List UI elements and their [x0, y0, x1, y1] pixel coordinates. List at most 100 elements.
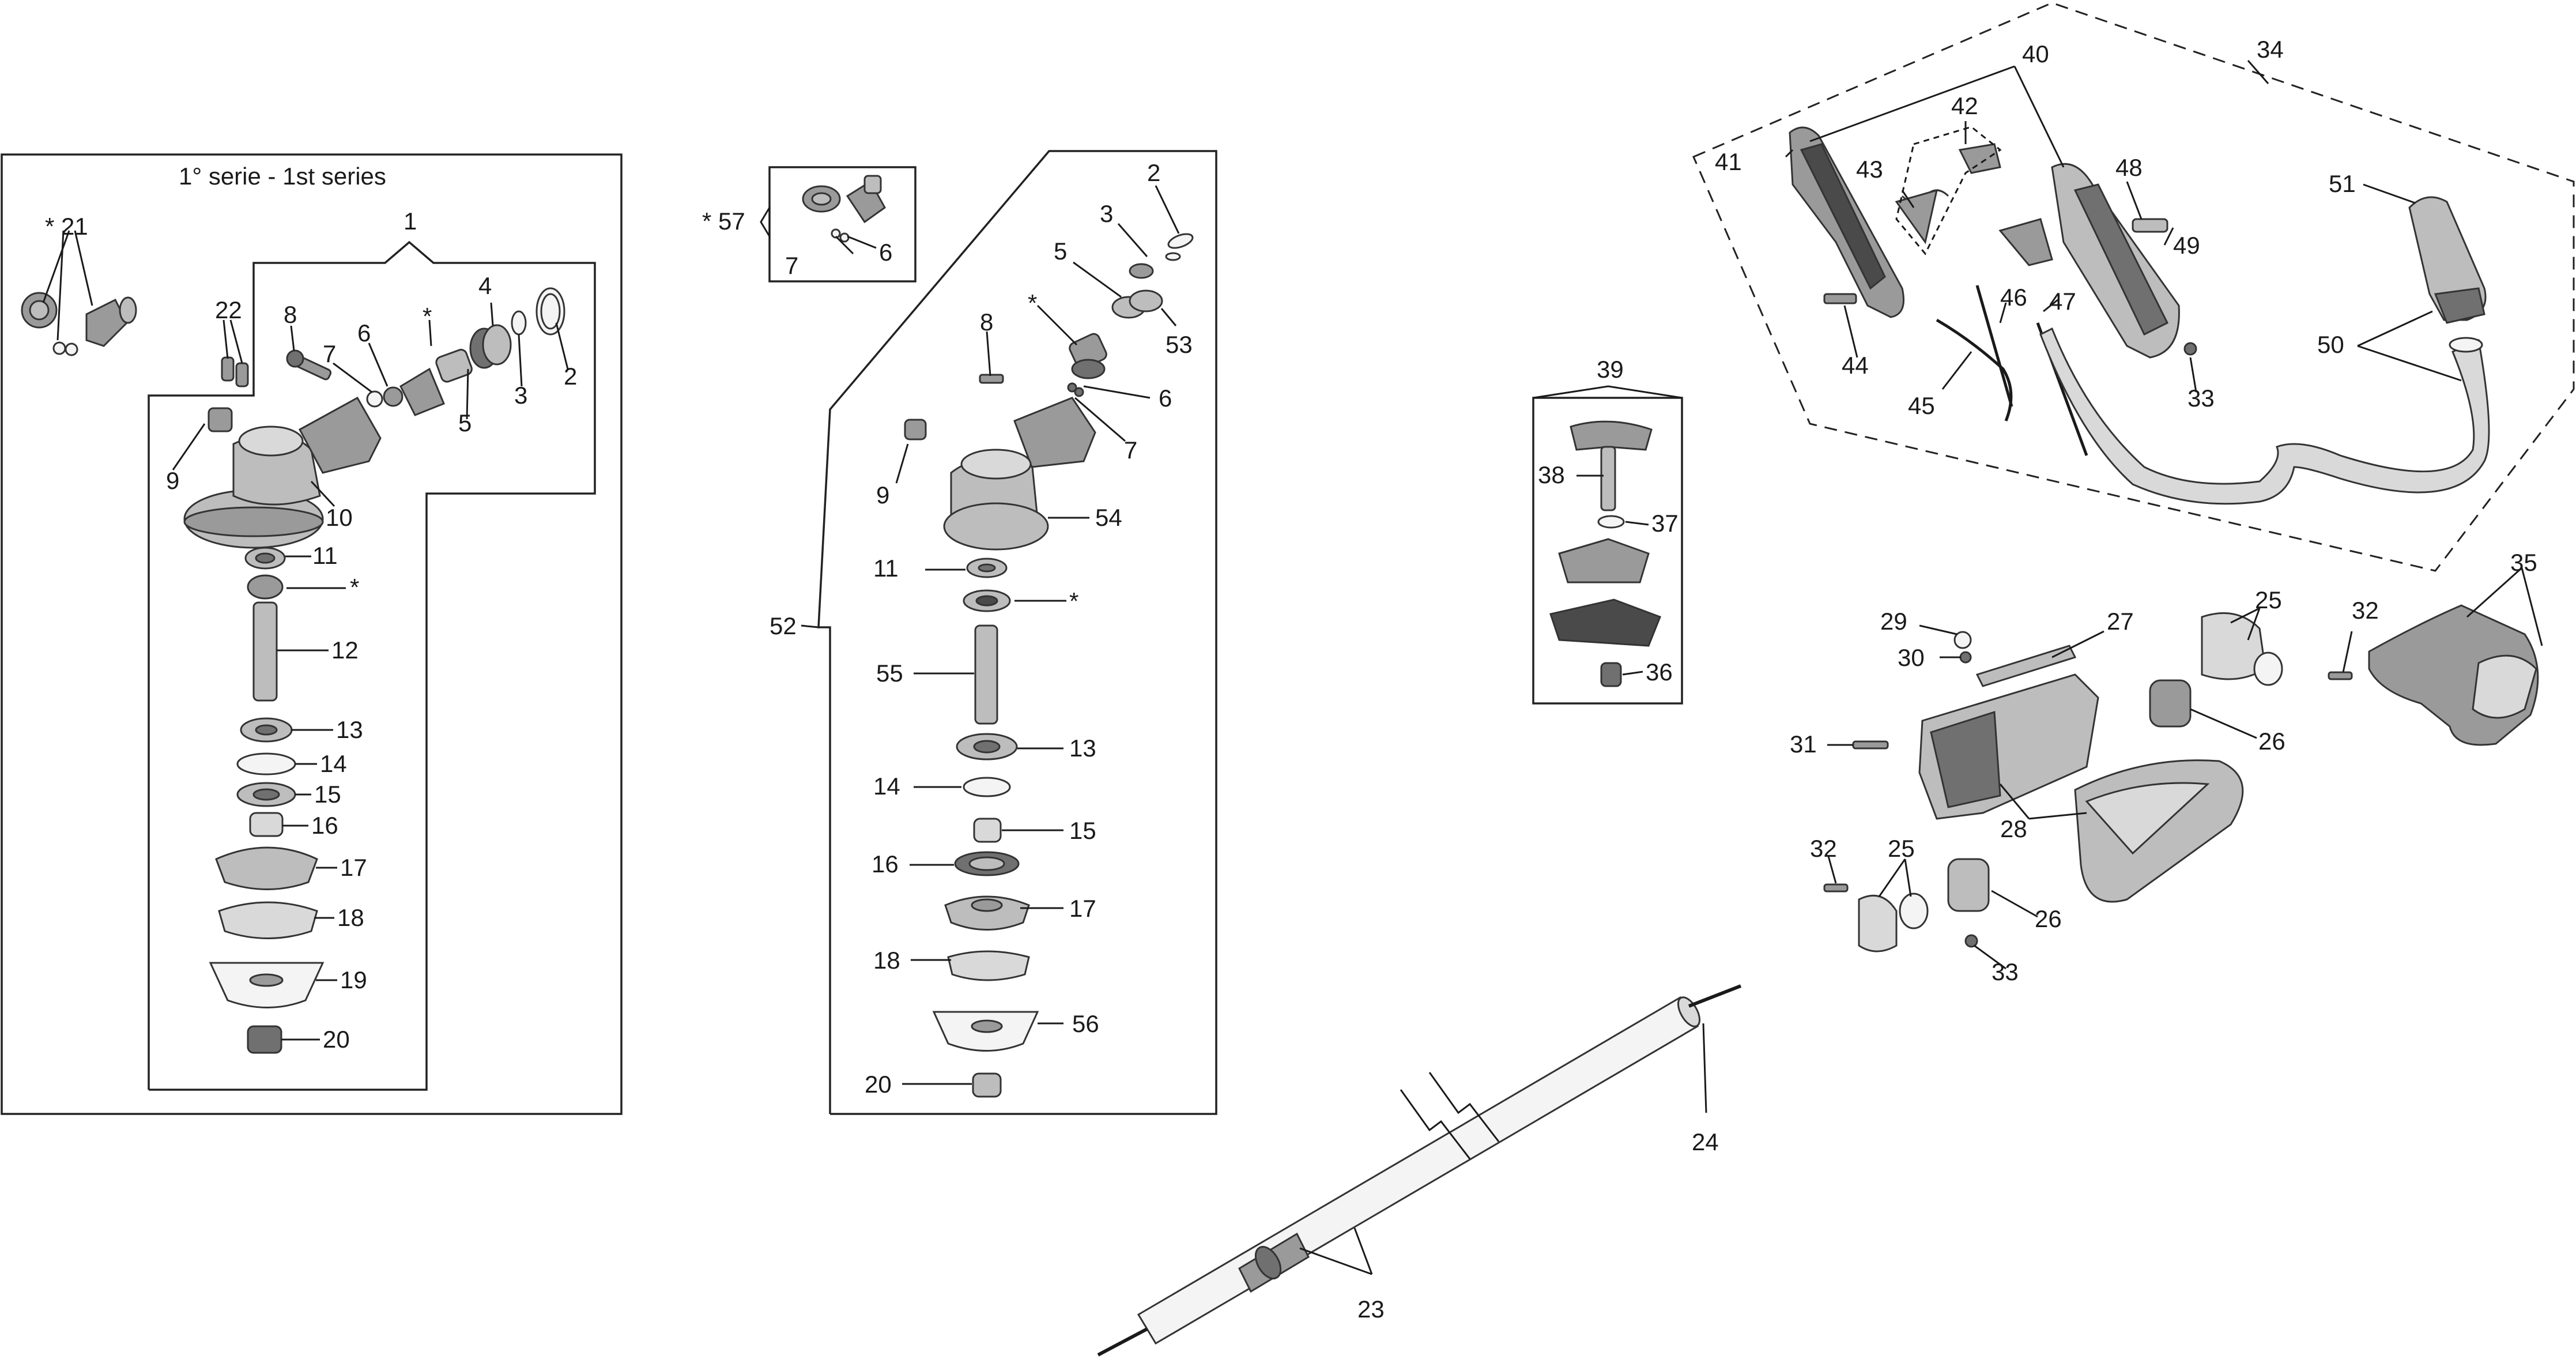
label-32-top: 32 [2352, 597, 2379, 624]
label-star-a: * [423, 303, 432, 330]
panel-39-clamp: 39 38 37 36 [1532, 356, 1683, 705]
label-44: 44 [1842, 352, 1869, 379]
label-52: 52 [770, 612, 797, 639]
label-48: 48 [2115, 154, 2143, 181]
label-57-7: 7 [785, 252, 798, 279]
label-26-bottom: 26 [2035, 905, 2062, 932]
label-52-star-b: * [1069, 588, 1078, 615]
label-34: 34 [2257, 36, 2284, 63]
label-52-20: 20 [865, 1071, 892, 1098]
shaft-group: 24 23 [1097, 984, 1742, 1357]
label-33-bottom: 33 [1992, 958, 2019, 985]
label-50: 50 [2317, 331, 2344, 358]
label-41: 41 [1715, 148, 1742, 175]
panel-34-handle-assembly: 34 40 41 42 43 44 45 46 47 48 49 33 51 5… [1692, 2, 2575, 572]
label-52-53: 53 [1166, 331, 1193, 358]
handle-group: 29 27 30 25 32 35 31 26 28 32 25 26 33 [1790, 549, 2543, 985]
panel-1-first-series: 1° serie - 1st series [1, 153, 623, 1115]
handle-group-leaders [1827, 567, 2543, 970]
label-1: 1 [403, 208, 417, 235]
label-51: 51 [2329, 170, 2356, 197]
label-13: 13 [336, 716, 363, 743]
label-14: 14 [320, 750, 347, 777]
label-52-2: 2 [1147, 159, 1160, 186]
input-shaft-stack [366, 287, 565, 416]
label-52-7: 7 [1124, 436, 1137, 464]
label-26-top: 26 [2258, 728, 2285, 755]
label-3: 3 [514, 382, 527, 409]
panel-34-outline [1692, 2, 2575, 572]
label-47: 47 [2049, 288, 2076, 315]
label-29: 29 [1880, 608, 1907, 635]
panel-57-gear-set: * 57 7 6 [702, 166, 917, 283]
label-52-14: 14 [873, 773, 900, 800]
label-5: 5 [458, 409, 472, 436]
label-52-55: 55 [876, 660, 903, 687]
panel-52-leaders [801, 185, 1180, 1085]
label-38: 38 [1538, 461, 1565, 488]
label-11: 11 [312, 542, 338, 569]
label-52-9: 9 [876, 481, 889, 509]
label-52-8: 8 [980, 308, 993, 336]
label-30: 30 [1898, 644, 1925, 671]
bolts-22 [221, 356, 249, 387]
label-25-bottom: 25 [1888, 835, 1915, 862]
label-52-5: 5 [1054, 238, 1067, 265]
label-37: 37 [1651, 510, 1679, 537]
label-21: * 21 [45, 213, 88, 240]
label-19: 19 [340, 966, 367, 993]
label-33-top: 33 [2187, 385, 2215, 412]
label-52-18: 18 [873, 947, 900, 974]
label-28: 28 [2000, 815, 2027, 842]
label-52-3: 3 [1100, 200, 1113, 227]
label-20: 20 [323, 1026, 350, 1053]
label-17: 17 [340, 854, 367, 881]
panel-1-leaders [42, 230, 569, 1041]
label-52-13: 13 [1069, 735, 1096, 762]
label-52-16: 16 [872, 850, 899, 878]
label-39: 39 [1597, 356, 1624, 383]
output-shaft-stack [209, 547, 325, 1054]
gear-pair-21 [21, 292, 137, 356]
panel-1-title: 1° serie - 1st series [179, 163, 386, 190]
label-24: 24 [1692, 1128, 1719, 1155]
label-star-b: * [350, 574, 359, 601]
label-57-6: 6 [879, 239, 892, 266]
screw-8 [286, 349, 332, 381]
label-42: 42 [1951, 92, 1978, 119]
label-52-15: 15 [1069, 817, 1096, 844]
panel-34-leaders [1785, 60, 2462, 393]
label-52-54: 54 [1095, 504, 1122, 531]
label-7: 7 [323, 340, 336, 367]
label-10: 10 [326, 504, 353, 531]
gear-housing-10 [183, 396, 382, 549]
panel-1-frame [1, 153, 623, 1115]
label-4: 4 [478, 272, 492, 299]
label-27: 27 [2107, 608, 2134, 635]
label-22: 22 [215, 296, 242, 323]
label-43: 43 [1856, 156, 1883, 183]
label-46: 46 [2000, 284, 2027, 311]
label-49: 49 [2173, 232, 2200, 259]
label-16: 16 [311, 812, 338, 839]
label-31: 31 [1790, 731, 1817, 758]
label-40: 40 [2022, 40, 2049, 67]
plug-9 [208, 407, 233, 432]
label-15: 15 [314, 781, 341, 808]
label-18: 18 [337, 904, 364, 931]
label-25-top: 25 [2255, 586, 2282, 613]
label-52-6: 6 [1159, 385, 1172, 412]
label-35: 35 [2510, 549, 2537, 576]
label-23: 23 [1357, 1296, 1385, 1323]
label-2: 2 [564, 363, 577, 390]
panel-52-outline [817, 150, 1217, 1115]
label-57: * 57 [702, 208, 745, 235]
label-52-11: 11 [873, 555, 899, 582]
panel-39-frame [1532, 397, 1683, 705]
label-32-bottom: 32 [1810, 835, 1837, 862]
panel-52-gear-head: 2 3 5 53 * 8 6 7 9 54 11 * 52 55 13 14 1… [770, 150, 1217, 1115]
label-52-star: * [1028, 289, 1037, 317]
label-52-17: 17 [1069, 895, 1096, 922]
panel-1-inner-outline [148, 240, 596, 1091]
